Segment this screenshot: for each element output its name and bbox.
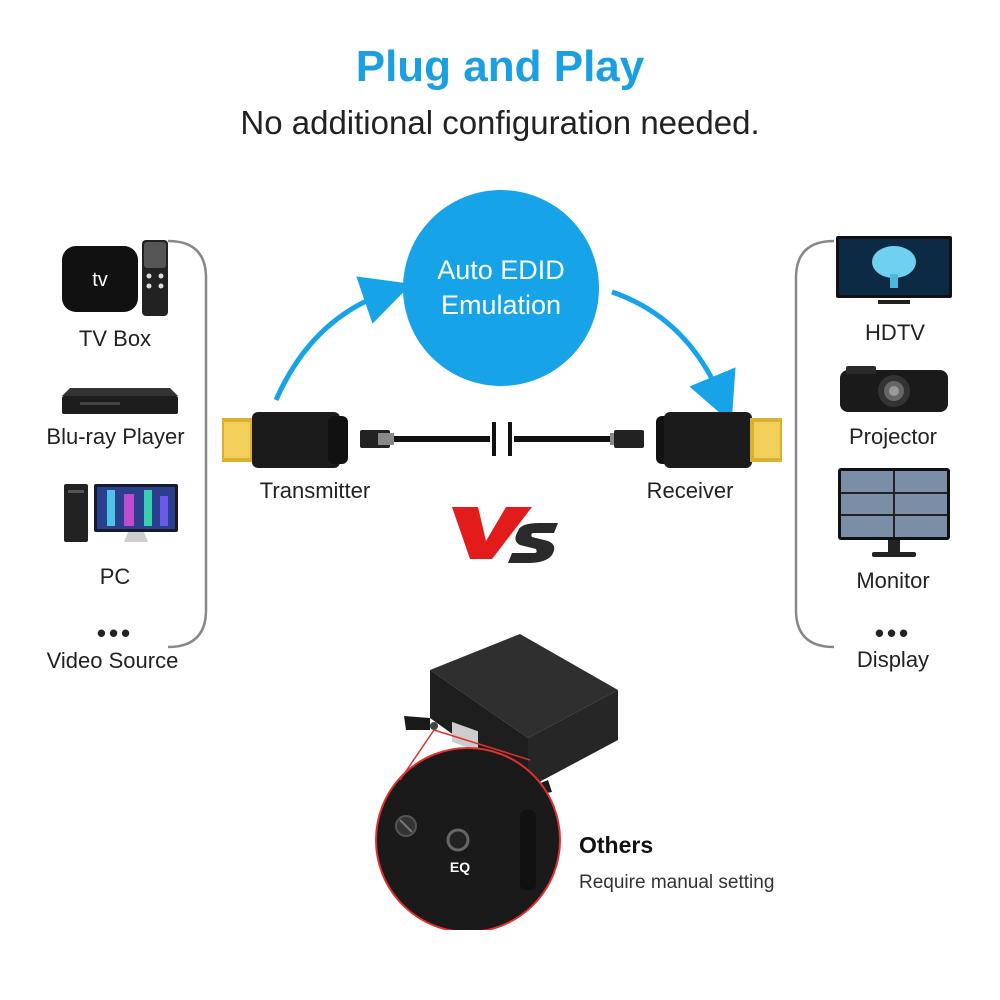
others-subtitle: Require manual setting: [579, 872, 775, 893]
others-title: Others: [579, 832, 654, 858]
left-bracket: [167, 239, 208, 649]
receiver-label: Receiver: [646, 478, 734, 503]
hdtv-icon: [836, 236, 952, 304]
pc-icon: [64, 484, 178, 542]
display-item-projector: Projector: [848, 424, 938, 449]
source-item-blu-ray: Blu-ray Player: [46, 424, 185, 449]
transmitter-label: Transmitter: [259, 478, 371, 503]
right-arrow: [611, 289, 736, 424]
display-item-monitor: Monitor: [856, 568, 930, 593]
display-more-dots: •••: [874, 618, 912, 648]
auto-edid-circle: Auto EDID Emulation: [403, 190, 599, 386]
right-bracket: [794, 239, 835, 649]
manual-extender-device: EQ: [375, 634, 618, 930]
monitor-icon: [838, 468, 950, 557]
projector-icon: [840, 366, 948, 412]
source-more-dots: •••: [96, 618, 134, 648]
display-item-hdtv: HDTV: [865, 320, 925, 345]
eq-label: EQ: [450, 859, 470, 875]
circle-line-1: Auto EDID: [437, 254, 565, 285]
page-title: Plug and Play: [355, 42, 645, 91]
source-more-label: Video Source: [46, 648, 179, 673]
blu-ray-player-icon: [62, 388, 178, 414]
tv-box-logo: tv: [92, 269, 108, 291]
extender-cable-set: [222, 412, 782, 468]
circle-line-2: Emulation: [440, 290, 562, 320]
left-arrow: [273, 276, 412, 402]
receiver-dongle: [610, 412, 782, 468]
display-more-label: Display: [856, 647, 930, 672]
page-subtitle: No additional configuration needed.: [240, 104, 760, 141]
vs-logo: [452, 507, 558, 563]
source-item-tv-box: TV Box: [78, 326, 152, 351]
source-item-pc: PC: [99, 564, 131, 589]
transmitter-dongle: [222, 412, 394, 468]
tv-box-icon: tv: [62, 240, 168, 316]
